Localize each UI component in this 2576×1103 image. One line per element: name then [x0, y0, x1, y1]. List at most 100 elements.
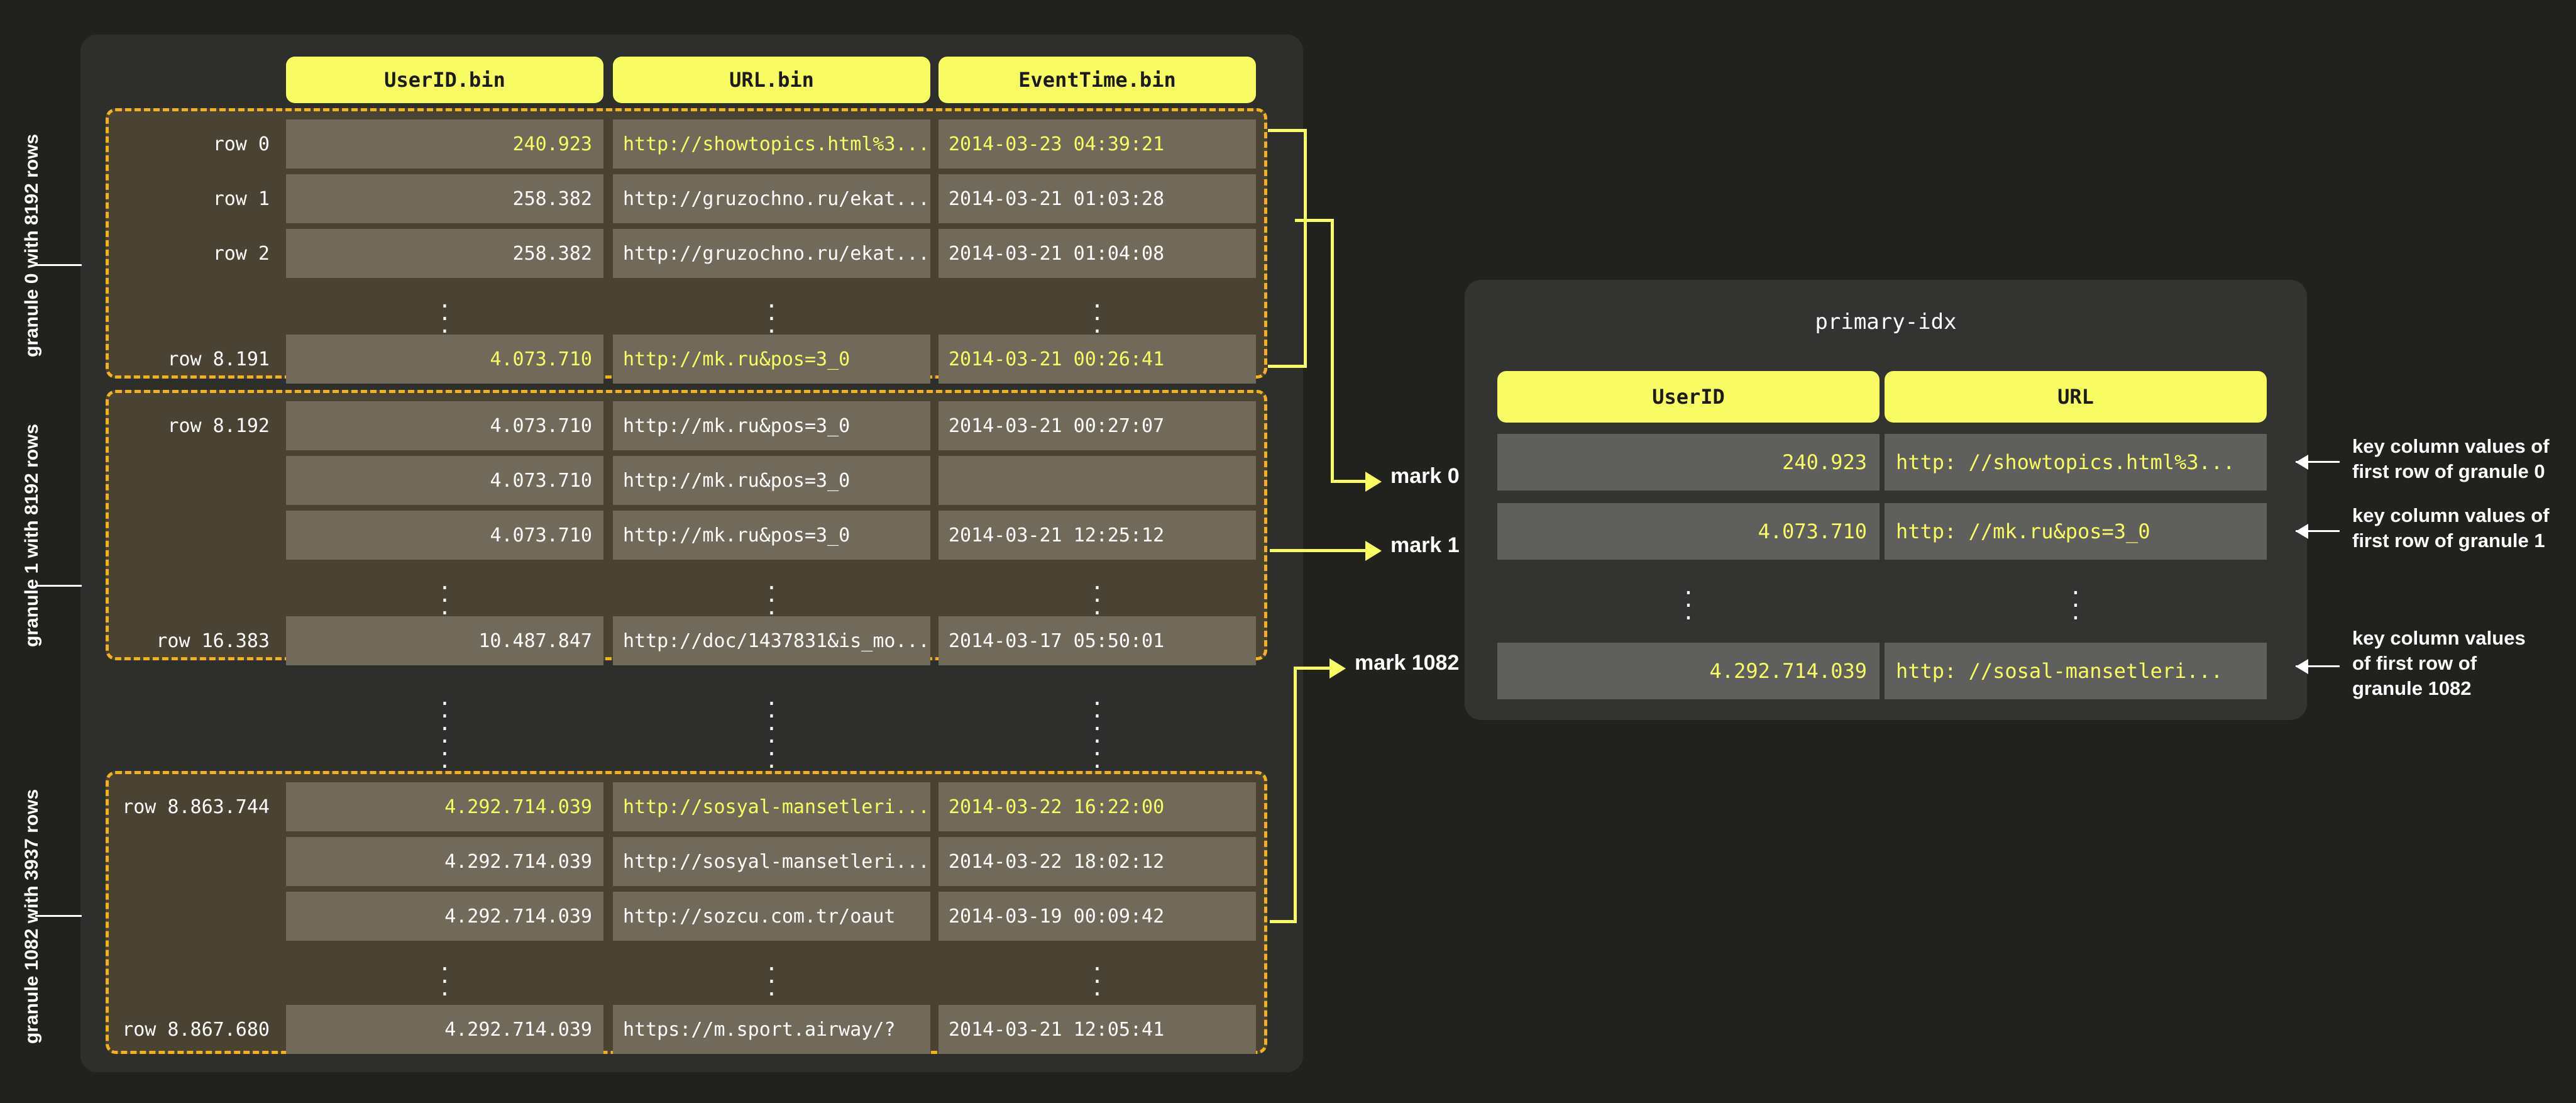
granule-0-cell-url-1: http://gruzochno.ru/ekat...	[613, 174, 930, 223]
granule-0-cell-userid-1: 258.382	[286, 174, 603, 223]
granule-1-cell-eventtime-4: 2014-03-17 05:50:01	[938, 616, 1256, 665]
gap-ellipsis-1-col-0: ...	[438, 723, 451, 773]
column-header-0: UserID.bin	[286, 57, 603, 103]
granule-1082-cell-url-2: http://sozcu.com.tr/oaut	[613, 892, 930, 941]
mark0-arrowhead	[1365, 472, 1382, 492]
granule-0-cell-eventtime-4: 2014-03-21 00:26:41	[938, 335, 1256, 384]
gap-ellipsis-0-col-2: ...	[1091, 685, 1104, 736]
granule-1082-cell-url-1: http://sosyal-mansetleri...	[613, 837, 930, 886]
granule-0-row-label-1: row 1	[212, 187, 270, 210]
granule-1082-cell-url-0: http://sosyal-mansetleri...	[613, 782, 930, 831]
granule-1-ellipsis-col-0: ...	[438, 570, 451, 620]
index-cell-userid-1: 4.073.710	[1497, 503, 1880, 560]
granule-1082-cell-userid-1: 4.292.714.039	[286, 837, 603, 886]
mark-label-2: mark 1082	[1355, 651, 1460, 675]
granule-0-row-label-0: row 0	[212, 133, 270, 155]
gap-ellipsis-1-col-1: ...	[765, 723, 778, 773]
gap-ellipsis-1-col-2: ...	[1091, 723, 1104, 773]
index-cell-url-1: http: //mk.ru&pos=3_0	[1885, 503, 2267, 560]
granule-1082-cell-eventtime-2: 2014-03-19 00:09:42	[938, 892, 1256, 941]
mark0-stub	[1295, 219, 1333, 222]
note-arrow-line-2	[2296, 665, 2340, 667]
granule-0-ellipsis-col-1: ...	[765, 288, 778, 338]
granule-1-cell-userid-0: 4.073.710	[286, 401, 603, 450]
mark-label-1: mark 1	[1390, 533, 1460, 557]
granule-0-cell-eventtime-1: 2014-03-21 01:03:28	[938, 174, 1256, 223]
index-ellipsis-col-1: ...	[2069, 575, 2083, 625]
granule-1082-row-label-4: row 8.867.680	[122, 1018, 270, 1041]
granule-1-cell-url-1: http://mk.ru&pos=3_0	[613, 456, 930, 505]
granule-1-cell-eventtime-1	[938, 456, 1256, 505]
column-header-1: URL.bin	[613, 57, 930, 103]
granule-leader-line-0	[35, 264, 82, 266]
granule-1082-cell-userid-0: 4.292.714.039	[286, 782, 603, 831]
index-column-header-1: URL	[1885, 371, 2267, 423]
granule-0-row-label-2: row 2	[212, 242, 270, 265]
mark0-run	[1331, 480, 1368, 483]
granule-1-row-label-0: row 8.192	[167, 414, 270, 437]
granule-label-0: granule 0 with 8192 rows	[21, 133, 42, 357]
index-cell-userid-3: 4.292.714.039	[1497, 643, 1880, 699]
granule-1082-ellipsis-col-0: ...	[438, 951, 451, 1001]
granule-0-cell-url-0: http://showtopics.html%3...	[613, 119, 930, 169]
granule-1082-row-label-0: row 8.863.744	[122, 795, 270, 818]
mark1082-arrowhead	[1329, 658, 1346, 679]
mark0-bracket-vert	[1304, 129, 1307, 368]
granule-0-row-label-4: row 8.191	[167, 348, 270, 370]
granule-1-cell-userid-2: 4.073.710	[286, 511, 603, 560]
granule-1082-cell-eventtime-0: 2014-03-22 16:22:00	[938, 782, 1256, 831]
granule-0-ellipsis-col-2: ...	[1091, 288, 1104, 338]
granule-1082-cell-eventtime-1: 2014-03-22 18:02:12	[938, 837, 1256, 886]
mark1-arrowhead	[1365, 541, 1382, 561]
granule-1-cell-url-2: http://mk.ru&pos=3_0	[613, 511, 930, 560]
column-header-2: EventTime.bin	[938, 57, 1256, 103]
granule-0-cell-eventtime-0: 2014-03-23 04:39:21	[938, 119, 1256, 169]
index-column-header-0: UserID	[1497, 371, 1880, 423]
note-arrow-line-0	[2296, 461, 2340, 463]
mark1-run	[1270, 549, 1367, 552]
granule-1082-ellipsis-col-1: ...	[765, 951, 778, 1001]
granule-1-cell-url-0: http://mk.ru&pos=3_0	[613, 401, 930, 450]
mark1082-riser	[1294, 667, 1297, 923]
index-cell-url-0: http: //showtopics.html%3...	[1885, 434, 2267, 491]
granule-1-ellipsis-col-1: ...	[765, 570, 778, 620]
note-arrow-head-0	[2296, 455, 2308, 470]
note-arrow-head-1	[2296, 524, 2308, 539]
primary-index-title: primary-idx	[1815, 309, 1957, 335]
granule-0-cell-url-4: http://mk.ru&pos=3_0	[613, 335, 930, 384]
granule-0-cell-userid-2: 258.382	[286, 229, 603, 278]
granule-0-ellipsis-col-0: ...	[438, 288, 451, 338]
gap-ellipsis-0-col-1: ...	[765, 685, 778, 736]
granule-1-cell-userid-1: 4.073.710	[286, 456, 603, 505]
index-cell-userid-0: 240.923	[1497, 434, 1880, 491]
granule-leader-line-2	[35, 915, 82, 917]
gap-ellipsis-0-col-0: ...	[438, 685, 451, 736]
granule-0-cell-userid-4: 4.073.710	[286, 335, 603, 384]
mark0-drop	[1331, 219, 1334, 483]
granule-label-1: granule 1 with 8192 rows	[21, 423, 42, 647]
index-cell-url-3: http: //sosal-mansetleri...	[1885, 643, 2267, 699]
mark-label-0: mark 0	[1390, 464, 1460, 488]
granule-1082-cell-userid-2: 4.292.714.039	[286, 892, 603, 941]
mark1082-foot	[1270, 920, 1297, 923]
granule-1-cell-userid-4: 10.487.847	[286, 616, 603, 665]
granule-1082-cell-userid-4: 4.292.714.039	[286, 1005, 603, 1054]
granule-1-ellipsis-col-2: ...	[1091, 570, 1104, 620]
granule-1-row-label-4: row 16.383	[156, 629, 270, 652]
mark0-bracket-bottom	[1268, 365, 1307, 368]
granule-0-cell-eventtime-2: 2014-03-21 01:04:08	[938, 229, 1256, 278]
granule-leader-line-1	[35, 585, 82, 587]
granule-0-cell-url-2: http://gruzochno.ru/ekat...	[613, 229, 930, 278]
granule-1082-cell-eventtime-4: 2014-03-21 12:05:41	[938, 1005, 1256, 1054]
mark0-bracket-top	[1268, 129, 1307, 132]
index-ellipsis-col-0: ...	[1682, 575, 1695, 625]
mark1082-run	[1294, 667, 1333, 670]
granule-1082-cell-url-4: https://m.sport.airway/?	[613, 1005, 930, 1054]
note-arrow-line-1	[2296, 530, 2340, 532]
granule-0-cell-userid-0: 240.923	[286, 119, 603, 169]
granule-1-cell-eventtime-0: 2014-03-21 00:27:07	[938, 401, 1256, 450]
granule-1-cell-url-4: http://doc/1437831&is_mo...	[613, 616, 930, 665]
granule-1-cell-eventtime-2: 2014-03-21 12:25:12	[938, 511, 1256, 560]
